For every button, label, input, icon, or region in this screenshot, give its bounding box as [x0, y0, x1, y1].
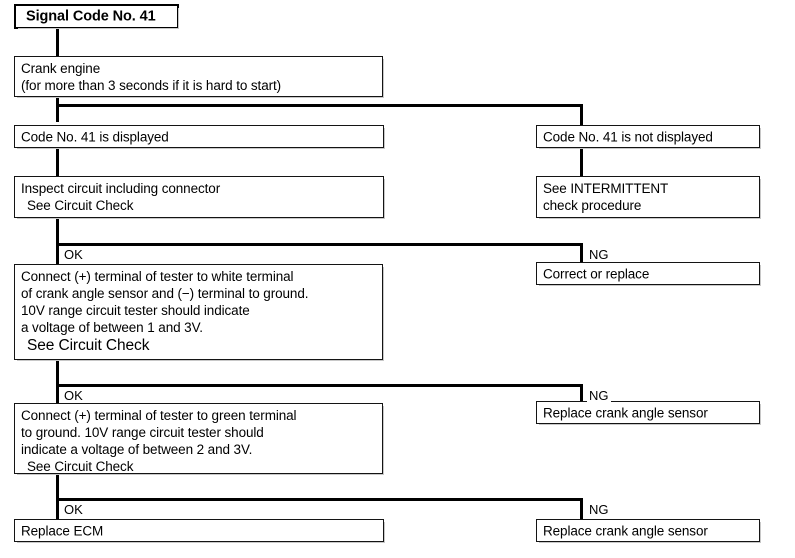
- branch-label-ng-3: NG: [587, 502, 611, 517]
- code-not-displayed-text: Code No. 41 is not displayed: [543, 129, 713, 144]
- connector-title-to-crank: [56, 28, 59, 58]
- white-test-line-4: a voltage of between 1 and 3V.: [21, 320, 203, 335]
- node-crank-engine: Crank engine (for more than 3 seconds if…: [14, 56, 384, 98]
- see-intermittent-line-2: check procedure: [543, 198, 642, 213]
- title-text: Signal Code No. 41: [26, 8, 156, 24]
- connector-split-right-4: [580, 498, 583, 520]
- crank-engine-line-2: (for more than 3 seconds if it is hard t…: [21, 78, 282, 93]
- connector-whitetest-to-split: [56, 360, 59, 388]
- connector-crank-to-split: [56, 96, 59, 122]
- connector-codedisplayed-to-inspect: [56, 148, 59, 176]
- node-see-intermittent: See INTERMITTENT check procedure: [536, 176, 761, 219]
- replace-ecm-text: Replace ECM: [21, 523, 104, 538]
- node-title-signal-code: Signal Code No. 41: [14, 4, 179, 29]
- inspect-circuit-line-2: See Circuit Check: [27, 198, 134, 213]
- white-test-line-2: of crank angle sensor and (−) terminal t…: [21, 286, 309, 301]
- crank-engine-line-1: Crank engine: [21, 61, 101, 76]
- inspect-circuit-line-1: Inspect circuit including connector: [21, 181, 221, 196]
- see-intermittent-line-1: See INTERMITTENT: [543, 181, 669, 196]
- connector-split-right-2: [580, 243, 583, 265]
- green-test-line-1: Connect (+) terminal of tester to green …: [21, 408, 297, 423]
- connector-split-bar-2: [56, 243, 583, 246]
- white-test-line-3: 10V range circuit tester should indicate: [21, 303, 250, 318]
- connector-split-left-4: [56, 498, 59, 520]
- node-green-terminal-test: Connect (+) terminal of tester to green …: [14, 403, 384, 475]
- code-displayed-text: Code No. 41 is displayed: [21, 129, 169, 144]
- connector-split-bar-1: [56, 104, 583, 107]
- node-inspect-circuit: Inspect circuit including connector See …: [14, 176, 385, 219]
- connector-split-left-2: [56, 243, 59, 265]
- node-replace-sensor-mid: Replace crank angle sensor: [536, 401, 761, 425]
- branch-label-ok-3: OK: [62, 502, 85, 517]
- node-replace-sensor-bottom: Replace crank angle sensor: [536, 519, 761, 543]
- replace-sensor-mid-text: Replace crank angle sensor: [543, 405, 708, 420]
- node-correct-or-replace: Correct or replace: [536, 262, 761, 286]
- green-test-line-2: to ground. 10V range circuit tester shou…: [21, 425, 264, 440]
- connector-inspect-to-split: [56, 218, 59, 246]
- connector-split-left-3: [56, 384, 59, 406]
- connector-codenot-to-intermittent: [580, 148, 583, 176]
- node-code-displayed: Code No. 41 is displayed: [14, 125, 385, 149]
- connector-greentest-to-split: [56, 474, 59, 502]
- connector-split-bar-4: [56, 498, 583, 501]
- connector-split-bar-3: [56, 384, 583, 387]
- node-white-terminal-test: Connect (+) terminal of tester to white …: [14, 264, 384, 361]
- correct-or-replace-text: Correct or replace: [543, 266, 650, 281]
- white-test-line-1: Connect (+) terminal of tester to white …: [21, 269, 294, 284]
- branch-label-ok-2: OK: [62, 388, 85, 403]
- branch-label-ng-2: NG: [587, 388, 611, 403]
- branch-label-ok-1: OK: [62, 247, 85, 262]
- node-replace-ecm: Replace ECM: [14, 519, 385, 543]
- green-test-line-3: indicate a voltage of between 2 and 3V.: [21, 442, 253, 457]
- replace-sensor-bottom-text: Replace crank angle sensor: [543, 523, 708, 538]
- green-test-line-4: See Circuit Check: [27, 459, 134, 474]
- node-code-not-displayed: Code No. 41 is not displayed: [536, 125, 761, 149]
- branch-label-ng-1: NG: [587, 247, 611, 262]
- white-test-line-5: See Circuit Check: [27, 337, 150, 354]
- connector-split-right-1: [580, 104, 583, 126]
- connector-split-right-3: [580, 384, 583, 406]
